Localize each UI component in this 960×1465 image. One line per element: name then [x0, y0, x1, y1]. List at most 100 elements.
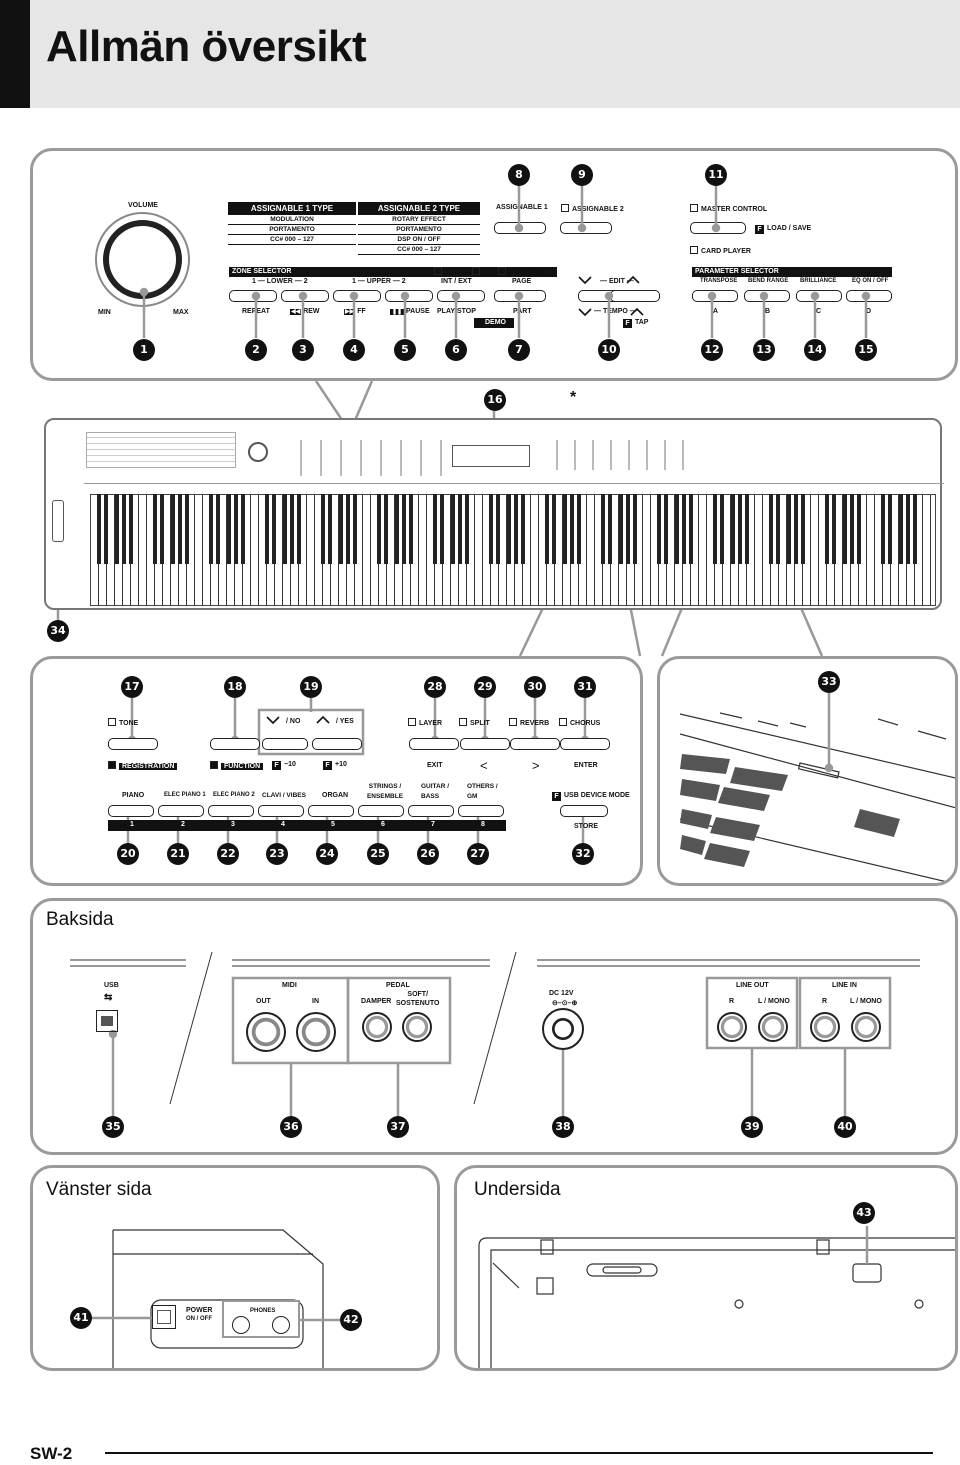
- callout-32: 32: [572, 843, 594, 865]
- volume-knob[interactable]: [95, 212, 190, 307]
- eq-on-off-label: EQ ON / OFF: [852, 278, 889, 284]
- indicator-square-icon: [459, 718, 467, 726]
- phones-jack-1[interactable]: [232, 1316, 250, 1334]
- no-button[interactable]: [262, 738, 308, 750]
- no-label: / NO: [286, 718, 301, 725]
- underside-connector[interactable]: [850, 1261, 878, 1279]
- tone-guitar-button[interactable]: [408, 805, 454, 817]
- rear-panel: [30, 898, 958, 1155]
- callout-31: 31: [574, 676, 596, 698]
- line-out-r-label: R: [729, 998, 735, 1005]
- midi-in-port[interactable]: [296, 1012, 336, 1052]
- volume-label: VOLUME: [128, 202, 158, 209]
- line-out-r-jack[interactable]: [717, 1012, 747, 1042]
- play-stop-button[interactable]: [437, 290, 485, 302]
- tone-piano-button[interactable]: [108, 805, 154, 817]
- keyboard-display: [452, 445, 530, 467]
- chevron-up-icon: [630, 307, 644, 316]
- footer-rule: [105, 1452, 933, 1454]
- callout-30: 30: [524, 676, 546, 698]
- exit-button[interactable]: [409, 738, 459, 750]
- number-label: 7: [431, 821, 435, 828]
- tone-label: TONE: [108, 718, 138, 727]
- registration-button[interactable]: [210, 738, 260, 750]
- damper-label: DAMPER: [361, 998, 392, 1005]
- line-in-l-jack[interactable]: [851, 1012, 881, 1042]
- a-label: A: [713, 308, 719, 315]
- underside-panel: [454, 1165, 958, 1371]
- card-slot-illustration: [679, 712, 955, 883]
- page-title: Allmän översikt: [46, 22, 367, 71]
- card-player-label: CARD PLAYER: [690, 246, 751, 255]
- callout-41: 41: [70, 1307, 92, 1329]
- d-label: D: [866, 308, 872, 315]
- tone-elec-piano1-label: ELEC PIANO 1: [164, 792, 206, 798]
- tone-others-button[interactable]: [458, 805, 504, 817]
- power-label: POWER: [186, 1307, 213, 1314]
- tone-elec-piano2-button[interactable]: [208, 805, 254, 817]
- midi-label: MIDI: [282, 982, 297, 989]
- tone-strings-button[interactable]: [358, 805, 404, 817]
- parameter-selector-bar: PARAMETER SELECTOR: [692, 267, 892, 277]
- number-label: 8: [481, 821, 485, 828]
- indicator-square-icon: [498, 267, 506, 275]
- minus10-label: F−10: [272, 761, 296, 770]
- line-in-r-label: R: [822, 998, 828, 1005]
- rear-lines: [70, 951, 920, 1116]
- callout-38: 38: [552, 1116, 574, 1138]
- store-button[interactable]: [560, 805, 608, 817]
- assignable1-type-table: ASSIGNABLE 1 TYPE MODULATION PORTAMENTO …: [228, 202, 356, 245]
- indicator-square-icon: [509, 718, 517, 726]
- usb-port[interactable]: [96, 1010, 118, 1032]
- line-out-l-jack[interactable]: [758, 1012, 788, 1042]
- tone-organ-button[interactable]: [308, 805, 354, 817]
- yes-button[interactable]: [312, 738, 362, 750]
- dc-polarity-icon: ⊖–⊙–⊕: [552, 1000, 578, 1007]
- soft-sostenuto-jack[interactable]: [402, 1012, 432, 1042]
- callout-18: 18: [224, 676, 246, 698]
- callout-21: 21: [167, 843, 189, 865]
- power-switch[interactable]: [152, 1305, 176, 1329]
- split-button[interactable]: [460, 738, 510, 750]
- indicator-square-icon: [108, 718, 116, 726]
- indicator-square-icon: [690, 204, 698, 212]
- number-label: 6: [381, 821, 385, 828]
- usb-port-inner: [101, 1016, 113, 1026]
- number-bar: [108, 820, 506, 831]
- tone-clavi-vibes-label: CLAVI / VIBES: [262, 792, 306, 799]
- enter-label: ENTER: [574, 762, 598, 769]
- dc-jack[interactable]: [542, 1008, 584, 1050]
- chevron-down-icon: [578, 276, 592, 285]
- header-accent-bar: [0, 0, 30, 108]
- function-f-icon: F: [755, 225, 764, 234]
- tone-clavi-vibes-button[interactable]: [258, 805, 304, 817]
- chevron-down-icon: [578, 308, 592, 317]
- part-label: PART: [513, 308, 532, 315]
- chorus-button[interactable]: [560, 738, 610, 750]
- callout-28: 28: [424, 676, 446, 698]
- zone-edit-label: ZONE EDIT: [498, 267, 546, 276]
- reverb-button[interactable]: [510, 738, 560, 750]
- volume-min-label: MIN: [98, 309, 111, 316]
- keyboard-pitch-wheel: [52, 500, 64, 542]
- tone-elec-piano2-label: ELEC PIANO 2: [213, 792, 255, 798]
- callout-9: 9: [571, 164, 593, 186]
- damper-jack[interactable]: [362, 1012, 392, 1042]
- line-in-r-jack[interactable]: [810, 1012, 840, 1042]
- left-side-panel: [30, 1165, 440, 1371]
- tone-button[interactable]: [108, 738, 158, 750]
- indicator-square-icon: [434, 267, 442, 275]
- callout-22: 22: [217, 843, 239, 865]
- callout-35: 35: [102, 1116, 124, 1138]
- keyboard-button-block-2: [540, 440, 690, 470]
- phones-frame: [222, 1300, 300, 1338]
- function-f-icon: F: [623, 319, 632, 328]
- midi-out-port[interactable]: [246, 1012, 286, 1052]
- callout-16: 16: [484, 389, 506, 411]
- phones-jack-2[interactable]: [272, 1316, 290, 1334]
- assignable2-type-head: ASSIGNABLE 2 TYPE: [358, 203, 480, 214]
- tone-elec-piano1-button[interactable]: [158, 805, 204, 817]
- tone-piano-label: PIANO: [122, 792, 145, 799]
- c-label: C: [816, 308, 822, 315]
- registration-label: REGISTRATION: [108, 761, 178, 770]
